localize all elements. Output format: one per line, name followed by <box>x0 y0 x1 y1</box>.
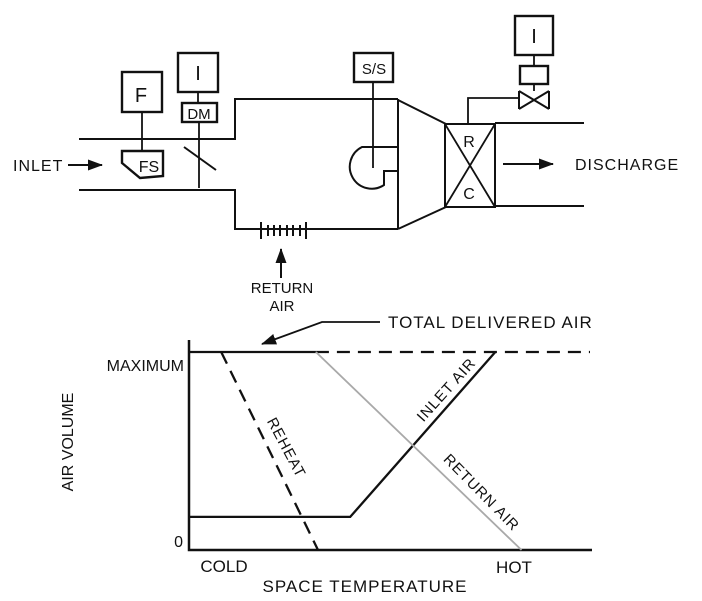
series-line-return-air <box>315 351 523 551</box>
inlet-duct-bottom-line <box>79 189 398 230</box>
series-line-inlet-air <box>189 351 497 519</box>
valve-interface-box <box>513 14 555 57</box>
return-air-label-line2: AIR <box>269 298 294 315</box>
ahu-schematic: INLET F FS I DM S/S R C I DI <box>13 14 679 315</box>
inlet-air-series-label: INLET AIR <box>414 355 480 426</box>
y-axis-label: AIR VOLUME <box>60 393 77 492</box>
inlet-duct-top-line <box>79 98 398 140</box>
return-air-series-label: RETURN AIR <box>440 451 523 535</box>
total-delivered-air-callout-arrow <box>261 321 380 345</box>
fan-controller-label: F <box>135 85 147 107</box>
x-hot-tick-label: HOT <box>496 558 532 577</box>
start-stop-label: S/S <box>362 61 386 78</box>
coil-x-lines <box>444 123 496 208</box>
valve-icon <box>518 90 550 110</box>
flow-switch-label: FS <box>139 159 159 176</box>
valve-interface-label: I <box>531 26 537 48</box>
y-max-tick-label: MAXIMUM <box>107 358 184 375</box>
damper-interface-box <box>176 51 220 94</box>
y-zero-tick-label: 0 <box>174 534 183 551</box>
total-delivered-air-label: TOTAL DELIVERED AIR <box>388 313 593 332</box>
filter-end-ticks <box>260 222 307 239</box>
discharge-duct-lines <box>495 122 584 207</box>
discharge-label: DISCHARGE <box>575 157 679 174</box>
valve-pipe-line <box>467 97 519 124</box>
filter-hatch <box>260 222 307 239</box>
damper-interface-label: I <box>195 63 201 85</box>
coil-box <box>444 123 496 208</box>
valve-actuator-box <box>518 64 550 86</box>
x-cold-tick-label: COLD <box>200 557 247 576</box>
reheat-coil-label: R <box>463 134 475 151</box>
damper-motor-label: DM <box>187 106 210 123</box>
reheat-series-label: REHEAT <box>263 415 309 481</box>
fan-icon <box>348 146 398 190</box>
inlet-label: INLET <box>13 158 63 175</box>
flow-switch-symbol <box>120 149 165 180</box>
return-air-label-line1: RETURN <box>251 280 314 297</box>
chart-axes <box>187 340 592 552</box>
x-axis-label: SPACE TEMPERATURE <box>263 577 468 596</box>
series-line-reheat <box>220 351 320 551</box>
damper-blade-line <box>183 146 217 171</box>
filter-inner-ticks <box>267 225 301 236</box>
airflow-chart: TOTAL DELIVERED AIR MAXIMUM 0 AIR VOLUME… <box>60 313 593 596</box>
cooling-coil-label: C <box>463 186 475 203</box>
transition-lines <box>397 99 447 230</box>
chart-series <box>189 350 590 551</box>
